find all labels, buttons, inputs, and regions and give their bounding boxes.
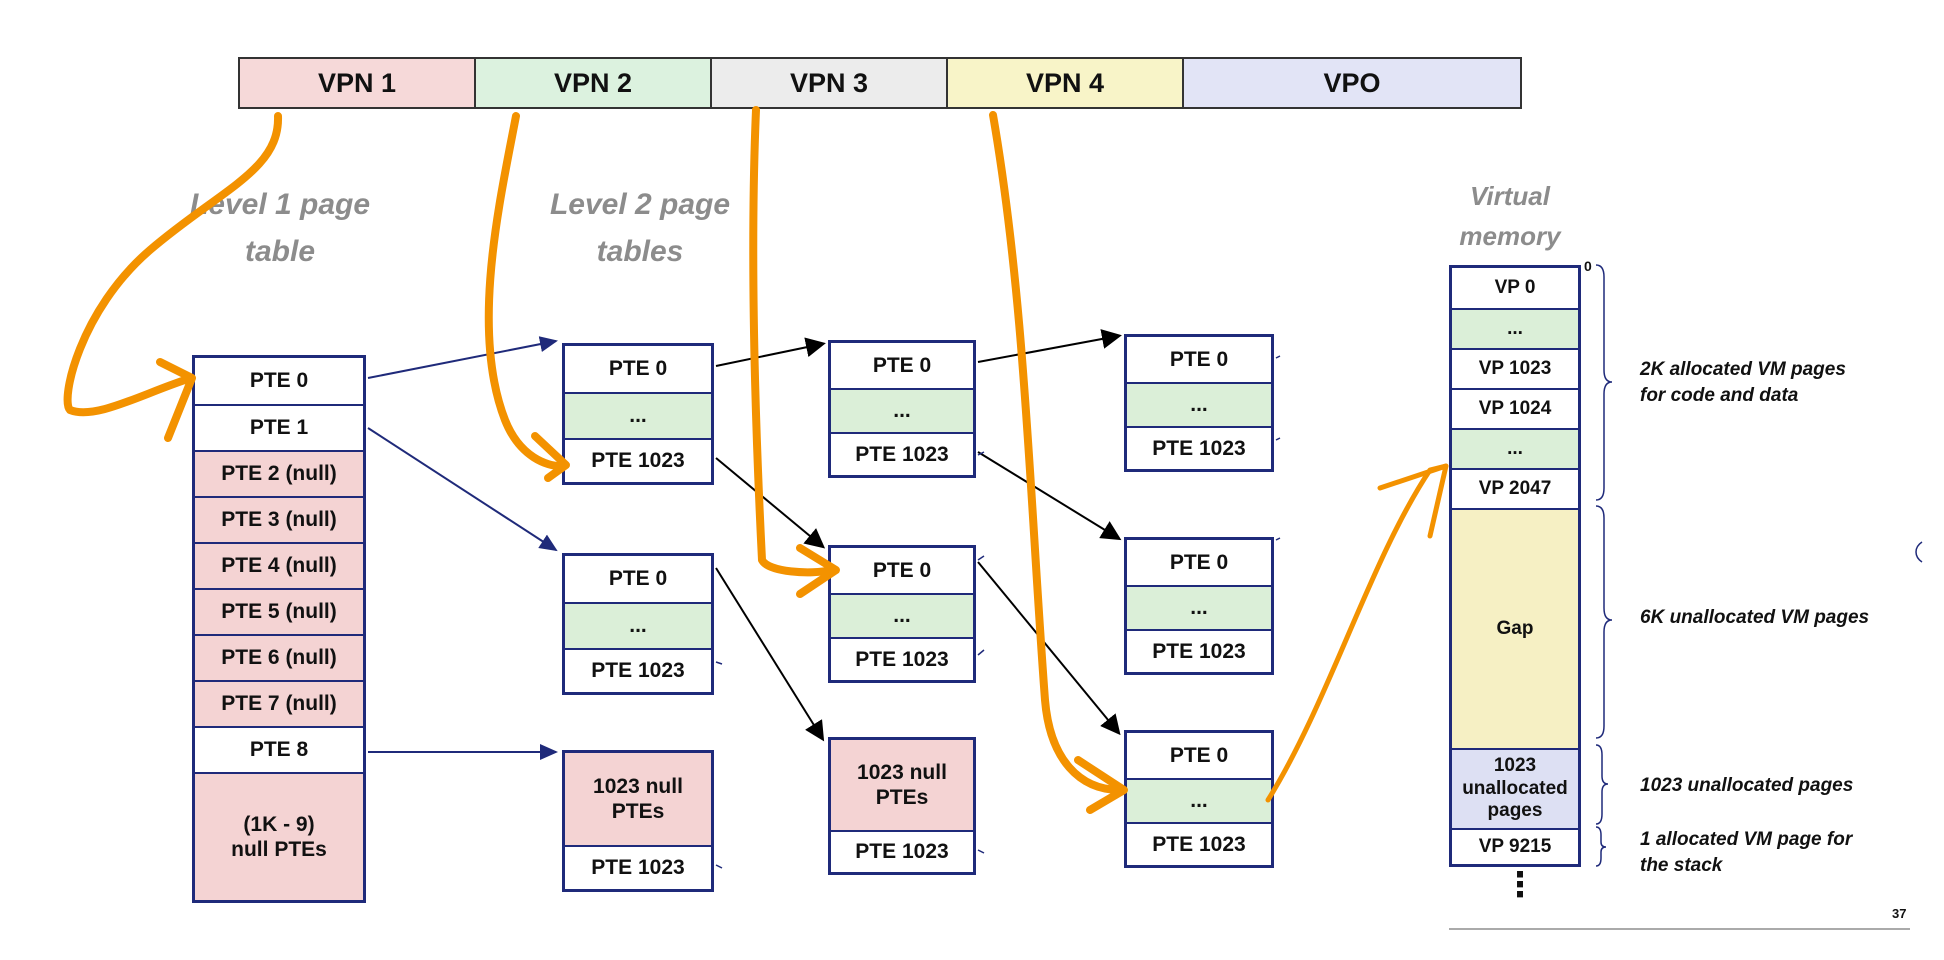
arrow-a1-bottom (715, 457, 826, 549)
orange-arrow-vpo-head (1377, 463, 1449, 539)
l1-pte0: PTE 0 (195, 358, 363, 404)
note-unallocated: 1023 unallocated pages (1640, 775, 1854, 796)
l4-table-c1: PTE 0 ... PTE 1023 (1124, 334, 1274, 472)
pte0-row: PTE 0 (831, 548, 973, 593)
arrow-pte1 (367, 427, 558, 552)
l2-to-l3-arrows (715, 337, 826, 742)
slide-number: 37 (1892, 906, 1907, 921)
orange-highlight-arrows (63, 106, 1449, 814)
dots-row: ... (565, 602, 711, 648)
l1-pte6: PTE 6 (null) (195, 634, 363, 680)
dots-row: ... (1127, 585, 1271, 629)
orange-arrow-vpo (1265, 463, 1449, 803)
l1-pte4: PTE 4 (null) (195, 542, 363, 588)
brace-fragment (1915, 541, 1923, 563)
table-side-ticks (715, 355, 1281, 869)
pte1023-row: PTE 1023 (565, 845, 711, 889)
vpn3-field: VPN 3 (710, 57, 948, 109)
vm-braces (1595, 264, 1923, 867)
vm-vp1024: VP 1024 (1452, 388, 1578, 428)
l1-pte5: PTE 5 (null) (195, 588, 363, 634)
dots-row: ... (831, 388, 973, 432)
l3-to-l4-arrows (977, 329, 1122, 736)
null-ptes-row: 1023 null PTEs (831, 740, 973, 830)
l4-table-c2: PTE 0 ... PTE 1023 (1124, 537, 1274, 675)
pte0-row: PTE 0 (831, 343, 973, 388)
vm-label: Virtual memory (1459, 181, 1561, 252)
l1-pte7: PTE 7 (null) (195, 680, 363, 726)
l3-table-b2: PTE 0 ... PTE 1023 (828, 545, 976, 683)
l2-table-a1: PTE 0 ... PTE 1023 (562, 343, 714, 485)
vpn2-field: VPN 2 (474, 57, 712, 109)
pte1023-row: PTE 1023 (831, 432, 973, 475)
vm-zero-label: 0 (1584, 258, 1592, 274)
l1-pte2: PTE 2 (null) (195, 450, 363, 496)
level2-label: Level 2 page tables (549, 188, 731, 268)
pte1023-row: PTE 1023 (831, 637, 973, 680)
dots-row: ... (831, 593, 973, 637)
note-gap: 6K unallocated VM pages (1640, 607, 1870, 628)
vm-unallocated: 1023 unallocated pages (1452, 748, 1578, 828)
vm-dots-1: ... (1452, 308, 1578, 348)
vertical-ellipsis-icon: ⋮ (1503, 866, 1537, 904)
vpn4-field: VPN 4 (946, 57, 1184, 109)
dots-row: ... (1127, 778, 1271, 822)
orange-arrow-vpn2-head (531, 432, 570, 482)
note-stack: 1 allocated VM page for the stack (1640, 829, 1853, 876)
l1-null-ptes: (1K - 9) null PTEs (195, 772, 363, 900)
orange-arrow-vpn4 (989, 111, 1124, 794)
vm-gap: Gap (1452, 508, 1578, 748)
l1-pte3: PTE 3 (null) (195, 496, 363, 542)
l2-table-a2: PTE 0 ... PTE 1023 (562, 553, 714, 695)
arrow-b1-top (977, 329, 1122, 363)
arrow-b1-bottom (977, 451, 1122, 541)
l4-table-c3: PTE 0 ... PTE 1023 (1124, 730, 1274, 868)
dots-row: ... (1127, 382, 1271, 426)
vm-vp9215: VP 9215 (1452, 828, 1578, 864)
pte1023-row: PTE 1023 (1127, 426, 1271, 469)
level1-page-table: PTE 0 PTE 1 PTE 2 (null) PTE 3 (null) PT… (192, 355, 366, 903)
vm-dots-2: ... (1452, 428, 1578, 468)
vm-vp0: VP 0 (1452, 268, 1578, 308)
orange-arrow-vpn3 (749, 106, 836, 577)
null-ptes-row: 1023 null PTEs (565, 753, 711, 845)
pte1023-row: PTE 1023 (831, 830, 973, 872)
pte0-row: PTE 0 (1127, 733, 1271, 778)
arrow-a2 (715, 567, 825, 742)
pte0-row: PTE 0 (565, 556, 711, 602)
arrow-b2 (977, 561, 1121, 736)
orange-arrow-vpn1-head (156, 358, 196, 442)
pte1023-row: PTE 1023 (565, 438, 711, 482)
vm-vp2047: VP 2047 (1452, 468, 1578, 508)
vm-vp1023: VP 1023 (1452, 348, 1578, 388)
orange-arrow-vpn2 (484, 112, 564, 470)
dots-row: ... (565, 392, 711, 438)
note-code-data: 2K allocated VM pages for code and data (1640, 359, 1846, 406)
pte0-row: PTE 0 (1127, 540, 1271, 585)
l1-to-l2-arrows (367, 336, 558, 760)
l1-pte8: PTE 8 (195, 726, 363, 772)
arrow-pte0 (367, 336, 558, 379)
brace-stack (1595, 826, 1607, 867)
pte1023-row: PTE 1023 (1127, 629, 1271, 672)
pte0-row: PTE 0 (565, 346, 711, 392)
arrow-a1-top (715, 337, 826, 367)
orange-arrow-vpn4-head (1074, 756, 1128, 814)
l1-pte1: PTE 1 (195, 404, 363, 450)
pte1023-row: PTE 1023 (1127, 822, 1271, 865)
vpo-field: VPO (1182, 57, 1522, 109)
orange-arrow-vpn3-head (796, 544, 840, 598)
l3-table-b1: PTE 0 ... PTE 1023 (828, 340, 976, 478)
orange-arrow-vpn1 (63, 112, 283, 417)
brace-unallocated (1595, 744, 1609, 825)
brace-code-data (1595, 264, 1613, 501)
l3-table-b3: 1023 null PTEs PTE 1023 (828, 737, 976, 875)
pte0-row: PTE 0 (1127, 337, 1271, 382)
pte1023-row: PTE 1023 (565, 648, 711, 692)
virtual-memory-column: VP 0 ... VP 1023 VP 1024 ... VP 2047 Gap… (1449, 265, 1581, 867)
l2-table-a3: 1023 null PTEs PTE 1023 (562, 750, 714, 892)
brace-gap (1595, 505, 1613, 739)
vpn1-field: VPN 1 (238, 57, 476, 109)
